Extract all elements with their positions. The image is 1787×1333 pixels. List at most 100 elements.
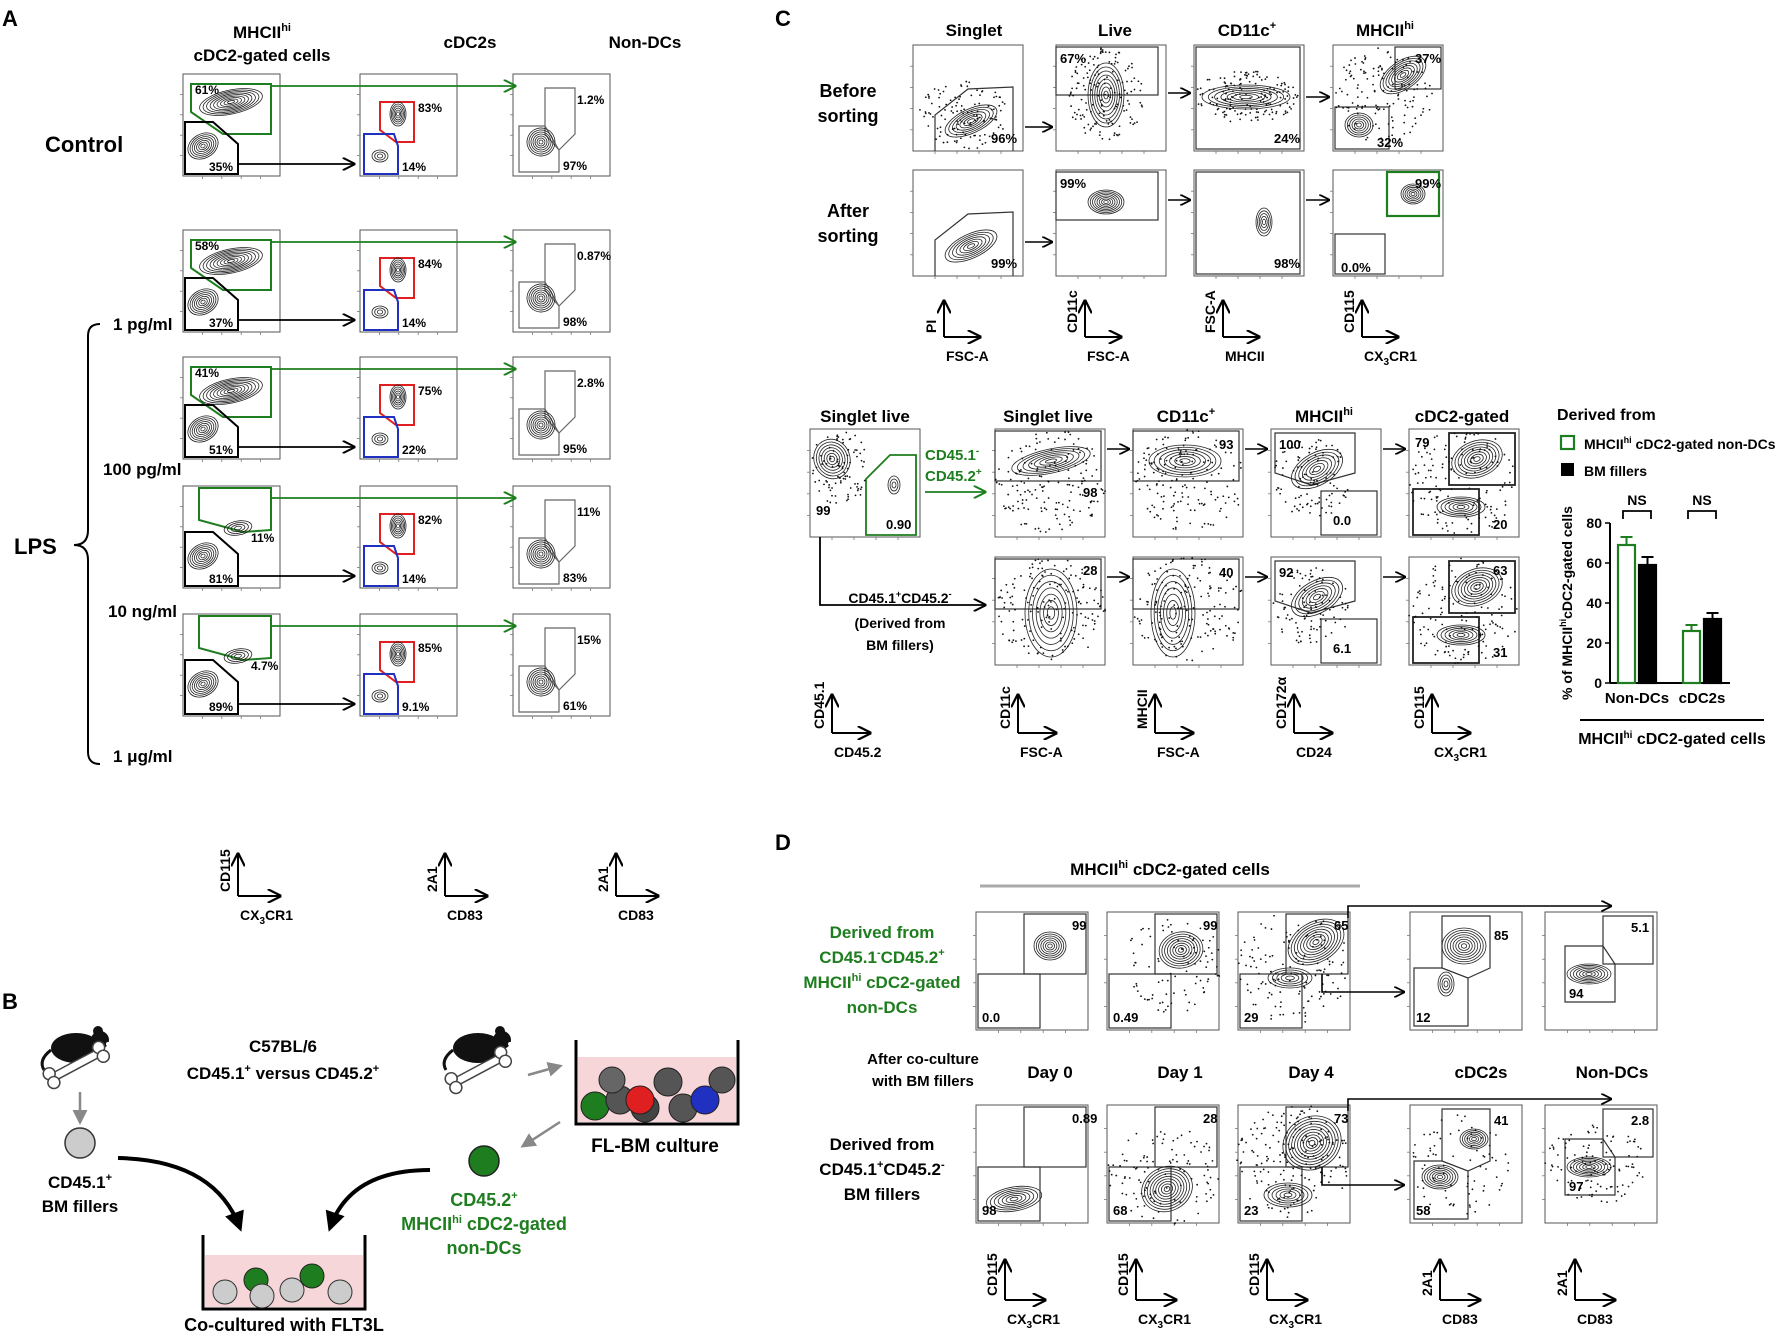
coculture-plot-1-3 (1268, 556, 1382, 668)
bar-1-0 (1681, 629, 1702, 685)
c-bot-axis-3-x: CD24 (1296, 744, 1332, 760)
d-row2-label-1: Derived from (830, 1135, 935, 1154)
d-value: 58 (1416, 1203, 1430, 1218)
cdc2s-top-value: 82% (418, 513, 442, 527)
d-arrow-nondcs (1347, 1099, 1611, 1111)
mhcii-gate-green (190, 239, 272, 291)
d-dots (1236, 1105, 1348, 1218)
chimera-plot (807, 428, 921, 540)
mhcii-gate-green (198, 487, 272, 534)
cdc2s-gate-red (379, 641, 415, 683)
d-value: 12 (1416, 1010, 1430, 1025)
d-contour-low (1267, 967, 1313, 989)
d-value: 73 (1334, 1111, 1348, 1126)
nondc-label-3: non-DCs (447, 1238, 522, 1258)
d-plot-0-1 (1104, 911, 1221, 1033)
sort-plot-0-0 (910, 44, 1024, 154)
d-row2-label-2: CD45.1+CD45.2- (819, 1159, 945, 1179)
nondc-to-coculture-arrow (325, 1168, 431, 1232)
coc-value: 93 (1219, 437, 1233, 452)
d-value: 2.8 (1631, 1113, 1649, 1128)
d-axis-0-x: CX3CR1 (1007, 1311, 1060, 1331)
d-value: 98 (982, 1203, 996, 1218)
c-top-axis-2-y: FSC-A (1202, 290, 1218, 333)
mhcii-gate-black (184, 404, 239, 458)
cdc2s-plot (357, 356, 458, 462)
d-value: 41 (1494, 1113, 1508, 1128)
sort-plot-1-3 (1330, 169, 1444, 279)
mhcii-top-value: 4.7% (251, 659, 279, 673)
cdc2s-gate-red (379, 257, 415, 299)
d-value: 28 (1203, 1111, 1217, 1126)
mhcii-contour-bottom (187, 415, 219, 443)
d-contour (1459, 1128, 1489, 1150)
coc-dots (1133, 557, 1243, 662)
coc-dots (1135, 429, 1242, 530)
d-dots (1129, 919, 1221, 1013)
mhcii-bottom-value: 81% (209, 572, 233, 586)
nondcs-plot (510, 73, 611, 179)
sort-plot-0-2 (1191, 44, 1305, 154)
gate-label-cd452: CD45.2+ (925, 467, 982, 485)
cdc2s-contour-top (389, 101, 407, 127)
d-dots (1412, 1114, 1510, 1215)
mhcii-top-value: 41% (195, 366, 219, 380)
d-plot-0-3 (1407, 911, 1523, 1033)
legend-label-nondcs: MHCIIhi cDC2-gated non-DCs (1584, 435, 1776, 452)
legend-swatch-nondcs (1559, 434, 1576, 451)
sort-value: 0.0% (1341, 260, 1371, 275)
chimera-contour-main (813, 438, 851, 480)
d-col-nondcs: Non-DCs (1576, 1063, 1649, 1082)
d-row1-label-2: CD45.1-CD45.2+ (819, 947, 944, 967)
d-axis-3-x: CD83 (1442, 1311, 1478, 1327)
after-label-1: After (827, 201, 869, 221)
coculture-plot-0-3 (1268, 428, 1382, 540)
y-tick-label: 40 (1586, 595, 1602, 611)
panel-a-axis-2-x: CD83 (447, 907, 483, 923)
sort-plot-1-2 (1191, 169, 1305, 279)
coculture-plot-0-2 (1130, 428, 1244, 540)
coc-dots (997, 558, 1107, 661)
flbm-culture-label: FL-BM culture (591, 1136, 719, 1157)
cdc2s-top-value: 85% (418, 641, 442, 655)
c-bot-axis-4-y: CD115 (1411, 686, 1427, 729)
nondc-cell-icon (468, 1145, 500, 1177)
d-value: 97 (1569, 1179, 1583, 1194)
mhcii-gate-green (198, 615, 272, 662)
cdc2s-gate-blue (363, 133, 399, 175)
mhcii-top-value: 61% (195, 83, 219, 97)
coc-value: 31 (1493, 645, 1507, 660)
cdc2s-bottom-value: 14% (402, 160, 426, 174)
route-label-2: (Derived from (854, 615, 945, 631)
c-bot-axis-1-y: CD11c (997, 686, 1013, 729)
d-plot-1-4 (1542, 1104, 1658, 1226)
coc-dots (994, 431, 1106, 533)
c-top-axis-3-y: CD115 (1341, 290, 1357, 333)
d-contour (1033, 931, 1067, 961)
d-row1-label-1: Derived from (830, 923, 935, 942)
d-col-day1: Day 1 (1157, 1063, 1202, 1082)
panel-a-row-4: 4.7%89%85%9.1%15%61% (180, 613, 611, 719)
nondcs-top-value: 0.87% (577, 249, 611, 263)
d-value: 0.89 (1072, 1111, 1097, 1126)
nondcs-plot (510, 613, 611, 719)
c-head-mhcii: MHCIIhi (1356, 20, 1414, 40)
bar-0-1 (1637, 563, 1658, 685)
d-arrow-cdc2s (1321, 1167, 1404, 1185)
nondcs-bottom-value: 61% (563, 699, 587, 713)
mhcii-contour-bottom (187, 288, 219, 316)
coc-value: 100 (1279, 437, 1301, 452)
significance-label: NS (1692, 492, 1711, 508)
before-label-2: sorting (818, 106, 879, 126)
sort-value: 67% (1060, 51, 1086, 66)
mhcii-contour-top (199, 377, 263, 405)
c-bot-head-singletlive-2: Singlet live (1003, 407, 1093, 426)
cdc2s-contour-top (389, 384, 407, 410)
panel-a-header-nondcs: Non-DCs (609, 33, 682, 52)
c-head-cd11c: CD11c+ (1218, 20, 1276, 40)
